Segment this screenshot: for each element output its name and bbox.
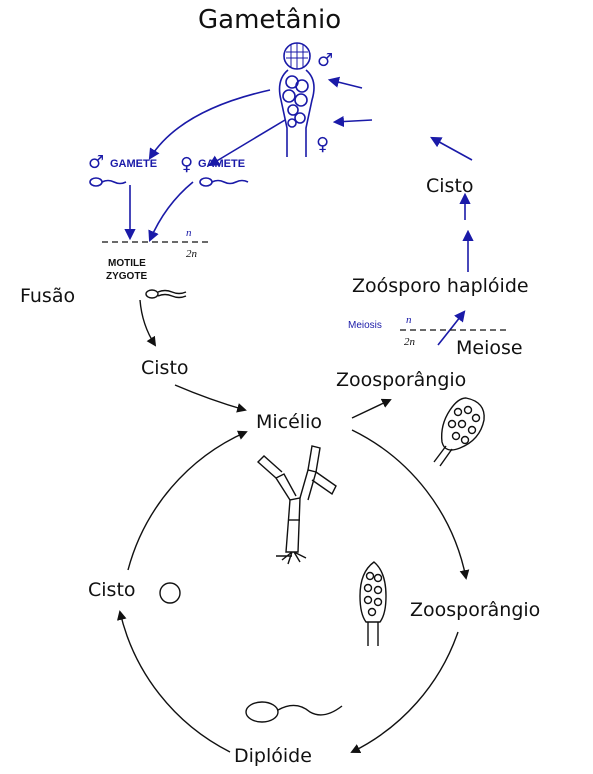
zoosporo-haploide-label: Zoósporo haplóide	[352, 275, 529, 297]
arrow-zygote-to-cyst	[140, 300, 155, 345]
male-gamete-symbol: ♂	[88, 152, 104, 173]
arc-cyst-to-mycelium	[128, 432, 246, 570]
zoosporangio-label-top: Zoosporângio	[336, 369, 466, 391]
female-symbol-top: ♀	[316, 134, 329, 155]
zygote-label: ZYGOTE	[106, 271, 147, 282]
arrow-mycelium-to-zoosporangium-top	[352, 400, 390, 418]
zygote-drawing	[146, 290, 186, 298]
diploid-zoospore-drawing	[246, 702, 342, 722]
zoosporangium-drawing-right	[360, 562, 386, 646]
meiose-label: Meiose	[456, 337, 523, 359]
male-gamete-label: GAMETE	[110, 158, 157, 170]
n-label-top: n	[186, 227, 192, 239]
fusao-label: Fusão	[20, 285, 75, 307]
cyst-circle-drawing	[160, 583, 180, 603]
micelio-label: Micélio	[256, 411, 322, 433]
male-gamete-drawing	[90, 178, 126, 186]
n-label-meiosis: n	[406, 314, 412, 326]
arc-zoosporangium-to-diploid	[352, 632, 458, 752]
meiosis-label: Meiosis	[348, 320, 382, 331]
cisto-label-left: Cisto	[141, 357, 189, 379]
blue-arrows	[130, 80, 472, 345]
zoosporangio-label-right: Zoosporângio	[410, 599, 540, 621]
2n-label-meiosis: 2n	[404, 336, 416, 348]
cisto-label-lower-left: Cisto	[88, 579, 136, 601]
arc-diploid-to-cyst	[120, 612, 230, 752]
motile-label: MOTILE	[108, 258, 146, 269]
title-gametanio: Gametânio	[198, 5, 341, 35]
diploide-label: Diplóide	[234, 745, 312, 767]
2n-label-top: 2n	[186, 248, 198, 260]
male-symbol-top: ♂	[317, 50, 333, 71]
female-gamete-drawing	[200, 178, 248, 186]
mycelium-drawing	[258, 446, 336, 564]
female-gamete-symbol: ♀	[180, 154, 193, 175]
zoosporangium-drawing-top	[434, 398, 484, 466]
gametangium-illustration	[280, 43, 314, 157]
female-gamete-label: GAMETE	[198, 158, 245, 170]
cisto-label-upper-right: Cisto	[426, 175, 474, 197]
arrow-cyst-to-mycelium	[175, 385, 245, 410]
